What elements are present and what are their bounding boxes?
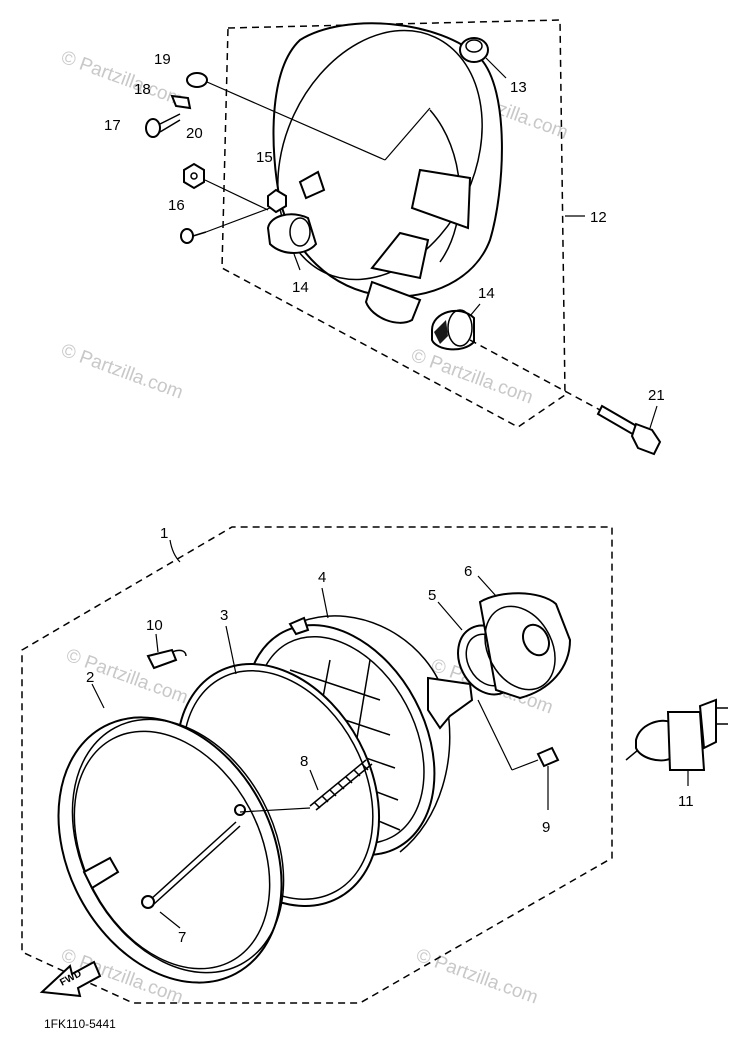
callout-4: 4 <box>318 569 326 586</box>
bezel-rim-2 <box>57 716 283 984</box>
leader-8 <box>309 769 319 791</box>
fwd-arrow-icon: FWD <box>39 960 102 998</box>
leader-19b <box>384 107 431 161</box>
housing-side-bracket <box>298 170 326 200</box>
callout-12: 12 <box>590 209 607 226</box>
clip-10 <box>146 648 187 670</box>
callout-18: 18 <box>134 81 151 98</box>
reflector-tab <box>288 616 310 636</box>
group-boundary-12 <box>221 19 566 428</box>
callout-10: 10 <box>146 617 163 634</box>
housing-window-lower <box>370 231 430 280</box>
upper-assembly <box>145 19 662 456</box>
bezel-rim-2-edge <box>71 718 285 974</box>
callout-17: 17 <box>104 117 121 134</box>
watermark: © Partzilla.com <box>413 945 540 1009</box>
leader-13 <box>485 57 507 79</box>
callout-19: 19 <box>154 51 171 68</box>
screw-17 <box>145 113 181 138</box>
bushing-14-left <box>266 213 318 254</box>
watermark: © Partzilla.com <box>408 345 535 409</box>
headlight-housing <box>272 22 503 298</box>
lower-assembly <box>21 526 728 1004</box>
callout-8: 8 <box>300 753 308 770</box>
leader-19 <box>206 81 386 161</box>
bezel-tab <box>82 856 120 890</box>
housing-window-upper <box>410 168 472 230</box>
bolt-21 <box>596 404 662 456</box>
callout-13: 13 <box>510 79 527 96</box>
watermark: © Partzilla.com <box>58 340 185 404</box>
screw-16 <box>180 228 207 244</box>
callout-9: 9 <box>542 819 550 836</box>
bulb-11 <box>625 698 728 771</box>
callout-20: 20 <box>186 125 203 142</box>
callout-11: 11 <box>678 793 694 810</box>
leader-1 <box>169 539 181 563</box>
callout-1: 1 <box>160 525 168 542</box>
leader-7 <box>159 911 181 929</box>
leader-10 <box>155 633 159 653</box>
bezel-hole <box>234 804 246 816</box>
bolt-axis-21 <box>469 339 601 411</box>
callout-14a: 14 <box>292 279 309 296</box>
group-boundary-1 <box>21 526 613 1004</box>
callout-21: 21 <box>648 387 665 404</box>
nut-20 <box>183 162 205 190</box>
leader-6 <box>477 575 497 597</box>
housing-mount-tab <box>364 280 422 324</box>
nut-15 <box>267 188 287 214</box>
callout-3: 3 <box>220 607 228 624</box>
leader-14-left <box>293 253 301 271</box>
connector-9 <box>477 699 560 771</box>
callout-16: 16 <box>168 197 185 214</box>
leader-21 <box>649 405 658 429</box>
leader-4 <box>321 587 329 619</box>
callout-5: 5 <box>428 587 436 604</box>
leader-3 <box>225 625 237 675</box>
callout-15: 15 <box>256 149 273 166</box>
callout-2: 2 <box>86 669 94 686</box>
bushing-14-right <box>431 309 475 351</box>
leader-2 <box>91 683 105 709</box>
clip-18 <box>170 94 192 110</box>
grommet-13 <box>459 37 489 63</box>
bulb-cover-6 <box>478 592 572 700</box>
drawing-code: 1FK110-5441 <box>44 1017 116 1031</box>
leader-5 <box>437 601 463 631</box>
leader-16-line <box>205 207 271 233</box>
callout-labels: 1 2 3 4 5 6 7 8 9 10 11 12 13 14 14 15 1… <box>86 51 694 946</box>
socket-bracket <box>427 676 474 730</box>
callout-7: 7 <box>178 929 186 946</box>
callout-14b: 14 <box>478 285 495 302</box>
bezel-rim-2-inner <box>73 730 271 970</box>
leader-20-line <box>204 179 269 211</box>
leader-14-right <box>469 303 481 317</box>
ring-19 <box>186 72 208 88</box>
spring-8 <box>239 759 373 813</box>
callout-6: 6 <box>464 563 472 580</box>
screw-7 <box>141 821 241 909</box>
